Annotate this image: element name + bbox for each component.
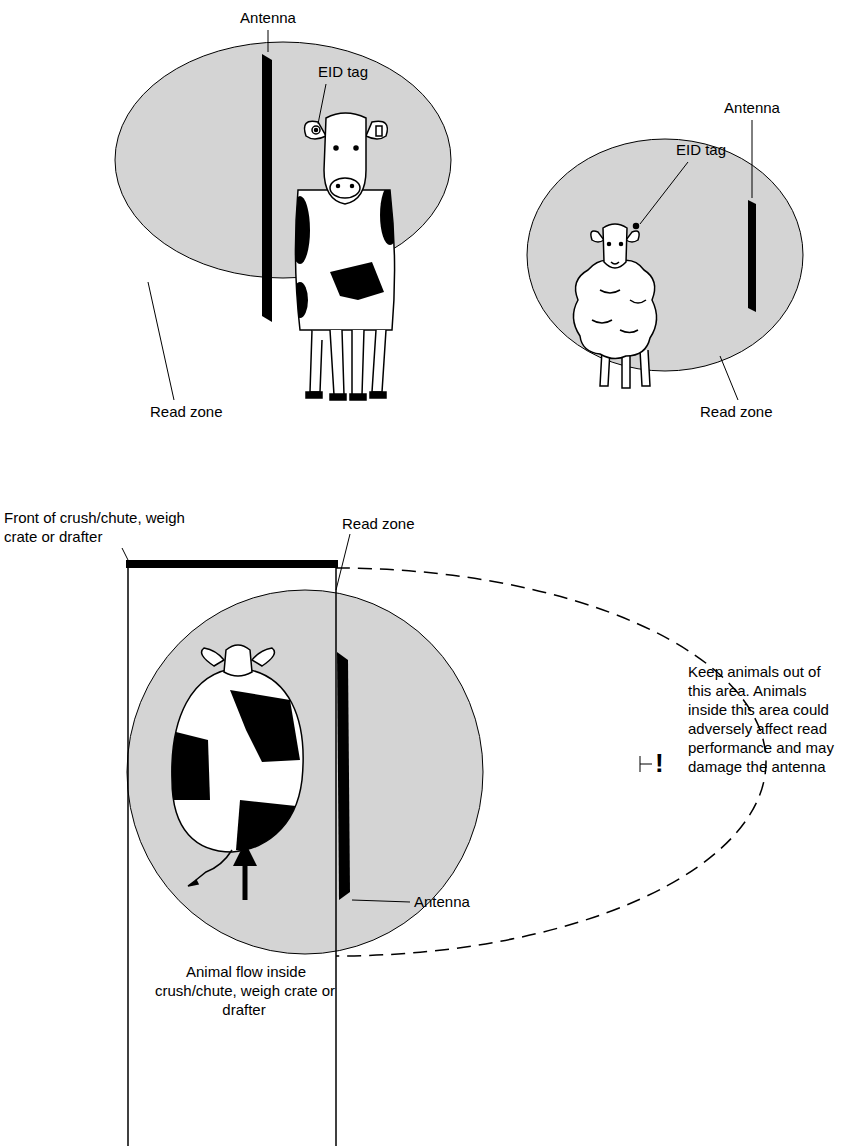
flow-arrow (233, 842, 257, 866)
label-text: Read zone (700, 402, 800, 421)
chute-wall (335, 562, 337, 1146)
antenna-panel (262, 54, 272, 322)
sheep (573, 224, 656, 389)
leader-line (122, 534, 652, 902)
read-zone (527, 139, 803, 371)
label-text: Animal flow inside crush/chute, weigh cr… (150, 962, 340, 1019)
label-text: Antenna (414, 892, 504, 911)
label-text: Read zone (150, 402, 250, 421)
antenna-panel (337, 652, 350, 900)
antenna-panel (748, 200, 756, 312)
label-text: Antenna (228, 8, 308, 27)
warning-mark: ! (655, 748, 685, 778)
chute-wall (127, 562, 129, 1146)
label-text: EID tag (676, 140, 756, 159)
label-text: Keep animals out of this area. Animals i… (688, 662, 846, 776)
label-text: EID tag (318, 62, 398, 81)
leader-line (148, 30, 752, 400)
chute-front (126, 560, 338, 568)
cow-front (290, 113, 400, 400)
label-text: Front of crush/chute, weigh crate or dra… (4, 508, 204, 546)
read-zone (115, 42, 451, 278)
label-text: Read zone (342, 514, 442, 533)
label-text: Antenna (712, 98, 792, 117)
cow-top (168, 645, 303, 886)
